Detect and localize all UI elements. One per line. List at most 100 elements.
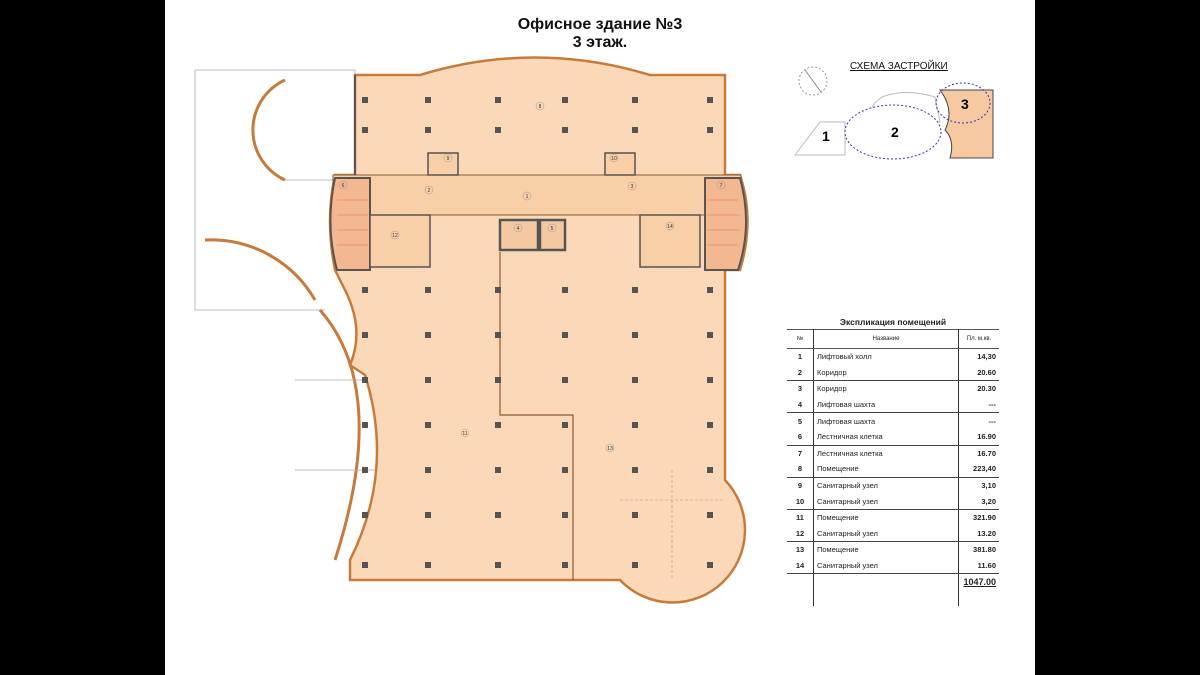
- room-number: 8: [787, 461, 814, 478]
- column: [362, 287, 368, 293]
- column: [562, 467, 568, 473]
- column: [632, 287, 638, 293]
- column: [562, 127, 568, 133]
- room-number: 11: [787, 509, 814, 526]
- room-marker: [443, 153, 453, 163]
- room-number-label: 14: [667, 224, 673, 230]
- column: [362, 512, 368, 518]
- column: [362, 127, 368, 133]
- column: [632, 467, 638, 473]
- total-row: 1047.00: [787, 573, 999, 590]
- column: [562, 332, 568, 338]
- floor-subtitle: 3 этаж.: [572, 34, 628, 51]
- room-name: Лифтовая шахта: [813, 396, 959, 414]
- room-area: 16.70: [977, 448, 996, 458]
- column: [495, 97, 501, 103]
- column: [362, 467, 368, 473]
- room-number-label: 10: [611, 156, 617, 162]
- room-name: Помещение: [813, 461, 959, 478]
- room-marker: [665, 221, 675, 231]
- column: [495, 127, 501, 133]
- drawing-title: Офисное здание №3: [517, 16, 683, 33]
- total-area: 1047.00: [963, 577, 996, 588]
- column: [495, 422, 501, 428]
- room-number: 1: [787, 348, 814, 365]
- column: [495, 512, 501, 518]
- room-name: Коридор: [813, 380, 959, 397]
- room-number-label: 3: [631, 184, 634, 190]
- room-number-label: 4: [517, 226, 520, 232]
- column: [707, 422, 713, 428]
- column: [707, 562, 713, 568]
- room-number: 7: [787, 445, 814, 462]
- room-marker: [609, 153, 619, 163]
- room-name: Санитарный узел: [813, 525, 959, 543]
- room-number: 6: [787, 428, 814, 446]
- empty-cell: [813, 573, 959, 590]
- column: [562, 287, 568, 293]
- room-area: 20.30: [977, 384, 996, 394]
- column: [362, 422, 368, 428]
- room-marker: [513, 223, 523, 233]
- column: [707, 97, 713, 103]
- room-number: 4: [787, 396, 814, 414]
- drawing-sheet: Офисное здание №3 3 этаж.: [165, 0, 1035, 675]
- room-number-label: 5: [551, 226, 554, 232]
- room-number-label: 12: [392, 233, 398, 239]
- room-number-label: 13: [607, 446, 613, 452]
- room-area: 223,40: [958, 461, 999, 478]
- column: [632, 332, 638, 338]
- empty-cell: [959, 590, 1000, 606]
- column: [632, 127, 638, 133]
- column: [425, 377, 431, 383]
- column: [495, 332, 501, 338]
- room-area: 381.80: [973, 545, 996, 555]
- room-name: Помещение: [813, 541, 959, 558]
- room-marker: [605, 443, 615, 453]
- room-area: 20.60: [958, 364, 999, 382]
- explication-table: Экспликация помещений № Название Пл. м.к…: [787, 317, 999, 606]
- column: [425, 467, 431, 473]
- room-marker: [716, 180, 726, 190]
- room-marker: [547, 223, 557, 233]
- room-number: 14: [787, 557, 814, 575]
- column: [707, 377, 713, 383]
- empty-row: [787, 589, 1000, 606]
- column: [425, 287, 431, 293]
- header-name: Название: [813, 329, 959, 349]
- room-number-label: 6: [342, 183, 345, 189]
- column: [632, 97, 638, 103]
- column: [425, 512, 431, 518]
- column: [495, 467, 501, 473]
- room-number-label: 7: [720, 183, 723, 189]
- terrace-outline: [194, 69, 380, 561]
- column: [632, 377, 638, 383]
- room-name: Санитарный узел: [813, 477, 959, 494]
- room-number-label: 1: [526, 194, 529, 200]
- room-marker: [338, 180, 348, 190]
- scheme-title: СХЕМА ЗАСТРОЙКИ: [850, 61, 948, 72]
- column: [425, 332, 431, 338]
- column: [707, 332, 713, 338]
- column: [425, 562, 431, 568]
- room-area: 16.90: [958, 428, 999, 446]
- structural-columns: [362, 97, 713, 568]
- column: [562, 377, 568, 383]
- column: [707, 467, 713, 473]
- scheme-block-2: 2: [891, 124, 899, 140]
- column: [707, 287, 713, 293]
- column: [425, 127, 431, 133]
- column: [495, 287, 501, 293]
- header-number: №: [787, 329, 814, 349]
- room-number-label: 2: [428, 188, 431, 194]
- room-number: 12: [787, 525, 814, 543]
- column: [562, 562, 568, 568]
